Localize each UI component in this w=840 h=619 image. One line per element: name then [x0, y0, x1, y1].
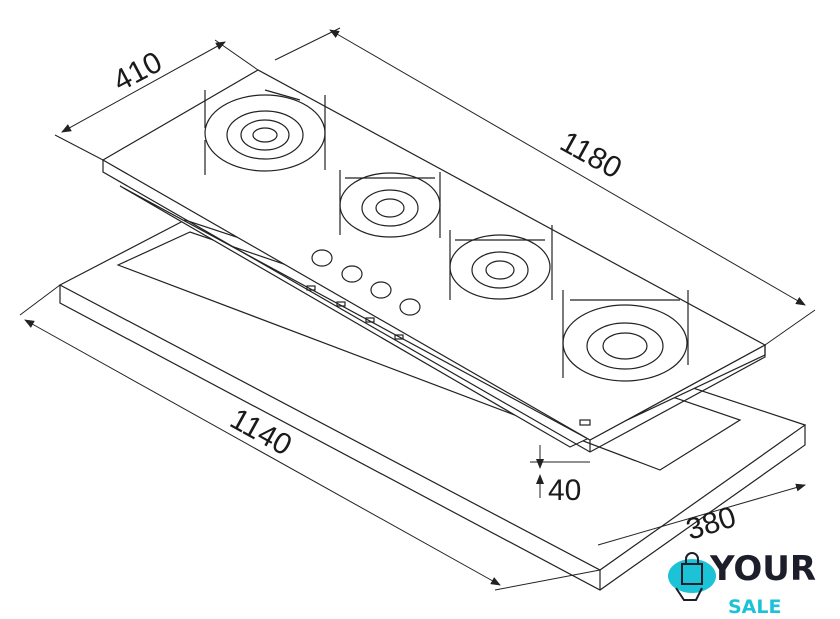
- shopping-bag-hand-icon: [675, 552, 703, 601]
- burner-large-front-right: [562, 290, 689, 382]
- dimension-label-1140: 1140: [225, 402, 297, 462]
- logo-text-your: YOUR: [709, 549, 816, 589]
- dimension-lines: [19, 27, 816, 591]
- dimension-label-410: 410: [108, 46, 168, 99]
- yoursale-logo: YOUR SALE: [668, 549, 816, 618]
- dimension-label-40: 40: [548, 474, 581, 507]
- logo-text-sale: SALE: [728, 596, 781, 618]
- dimension-label-1180: 1180: [555, 125, 627, 185]
- dimension-label-380: 380: [682, 500, 740, 546]
- logo-blob: [668, 559, 716, 593]
